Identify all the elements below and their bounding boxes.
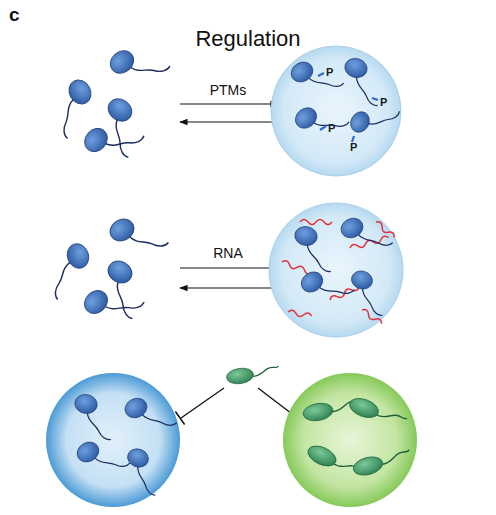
protein [291, 91, 349, 149]
protein [41, 241, 99, 300]
phospho-label: P [350, 142, 357, 153]
protein [305, 442, 366, 482]
protein-group [290, 207, 393, 316]
inhibition-line [181, 388, 224, 418]
protein [351, 446, 412, 478]
condensate-circle [46, 373, 180, 507]
protein-group [41, 204, 169, 335]
condensate-node: P P P P [270, 45, 402, 177]
protein [288, 49, 345, 105]
panel-title: Regulation [195, 26, 300, 52]
rna-strand [361, 308, 384, 326]
phospho-label: P [326, 67, 333, 78]
phospho-mark [372, 98, 378, 100]
condensate-circle [283, 373, 417, 507]
protein [344, 269, 392, 316]
forward-arrow [180, 103, 278, 104]
protein [80, 271, 145, 336]
reverse-arrow [180, 121, 278, 122]
node-outline [270, 45, 402, 177]
protein [70, 393, 118, 440]
protein [338, 207, 393, 261]
protein [74, 429, 131, 485]
condensate-circle [269, 203, 403, 337]
phospho-mark [352, 136, 354, 142]
phospho-label: P [380, 97, 387, 108]
forward-arrow [180, 267, 278, 268]
phospho-label: P [328, 123, 335, 134]
protein [297, 257, 355, 314]
phospho-marks [318, 73, 378, 142]
protein [290, 225, 338, 272]
protein-group [44, 32, 171, 172]
protein [347, 395, 408, 431]
rna-strand [300, 220, 332, 225]
rna-strand [374, 220, 396, 239]
phospho-mark [320, 126, 326, 130]
protein [106, 204, 169, 266]
arrow-label: PTMs [210, 82, 247, 98]
protein-group [288, 49, 400, 150]
reverse-arrow [180, 287, 278, 288]
protein [347, 93, 400, 146]
protein-group [302, 395, 413, 482]
arrow-label: RNA [213, 245, 243, 261]
condensate-circle [271, 46, 401, 176]
inhibition-bar [175, 412, 184, 425]
protein [80, 107, 144, 172]
phospho-mark [318, 73, 324, 76]
rna-strand [288, 310, 313, 319]
protein [337, 56, 388, 106]
protein [118, 446, 168, 496]
regulator-protein [226, 363, 281, 386]
protein [122, 387, 177, 441]
protein [106, 32, 171, 96]
protein-group [70, 387, 177, 496]
rna-strand [349, 235, 389, 250]
panel-letter: c [9, 4, 20, 26]
rna-strands [281, 220, 396, 326]
